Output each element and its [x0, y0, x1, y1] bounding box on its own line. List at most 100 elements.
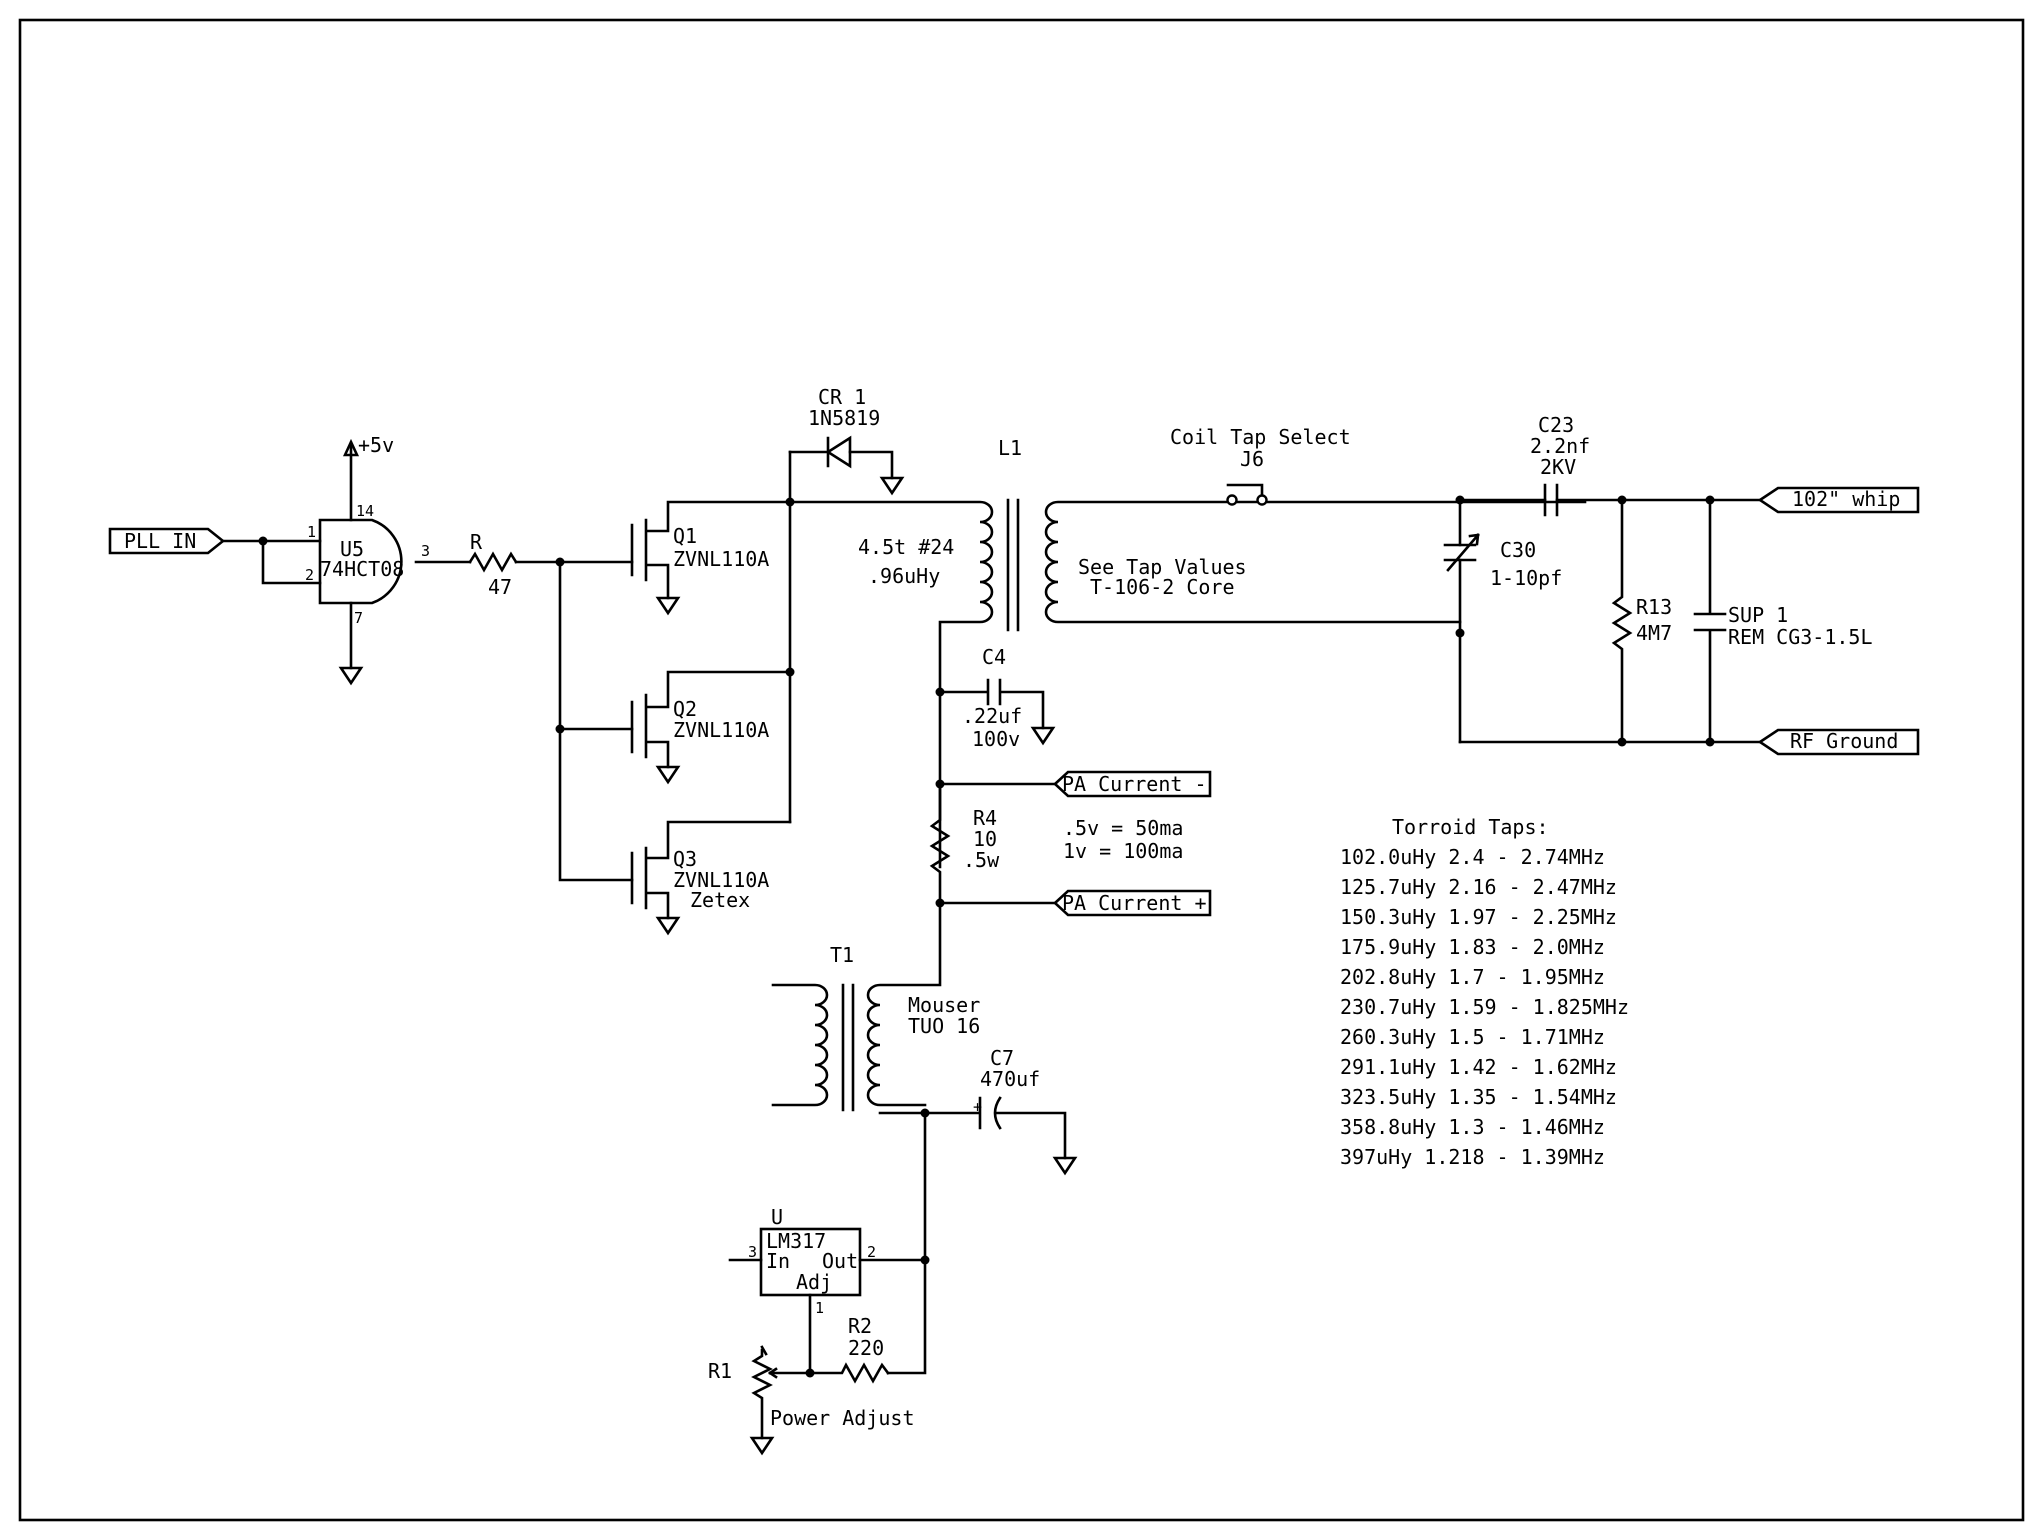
lm317-out: Out — [822, 1249, 858, 1273]
whip-port — [1757, 486, 1920, 514]
taps-row: 230.7uHy 1.59 - 1.825MHz — [1340, 995, 1629, 1019]
junction-dot — [785, 667, 795, 677]
u5-input-tie-wire — [261, 539, 322, 585]
pa-minus-port — [1053, 770, 1212, 798]
u5-pin3: 3 — [421, 542, 430, 560]
r1-potentiometer — [751, 1348, 773, 1440]
c7-wire — [878, 1096, 982, 1130]
t1-secondary — [866, 901, 942, 1107]
cr1-diode — [825, 435, 852, 469]
c30-ref: C30 — [1500, 538, 1536, 562]
sup1-capacitor — [1693, 498, 1727, 744]
u5-pin2: 2 — [305, 566, 314, 584]
taps-row: 102.0uHy 2.4 - 2.74MHz — [1340, 845, 1605, 869]
regulator-out-wire — [886, 1111, 927, 1375]
taps-row: 125.7uHy 2.16 - 2.47MHz — [1340, 875, 1617, 899]
r13-val: 4M7 — [1636, 621, 1672, 645]
c7-capacitor — [993, 1096, 1067, 1160]
q1-ref: Q1 — [673, 524, 697, 548]
l1-core — [1006, 498, 1020, 632]
rf-ground-port — [1757, 728, 1920, 756]
gate-bus-wire — [558, 560, 634, 882]
r-val: 47 — [488, 575, 512, 599]
l1-note2: T-106-2 Core — [1090, 575, 1235, 599]
u5-pin14: 14 — [356, 502, 374, 520]
sup1-part: REM CG3-1.5L — [1728, 625, 1873, 649]
vcc-label: +5v — [358, 433, 394, 457]
t1-part: TUO 16 — [908, 1014, 980, 1038]
j6-title: Coil Tap Select — [1170, 425, 1351, 449]
u5-part: 74HCT08 — [320, 557, 404, 581]
q1-part: ZVNL110A — [673, 547, 769, 571]
r13-resistor — [1611, 498, 1633, 744]
pa-plus-label: PA Current + — [1062, 891, 1207, 915]
junction-dot — [555, 557, 565, 567]
taps-row: 291.1uHy 1.42 - 1.62MHz — [1340, 1055, 1617, 1079]
t1-ref: T1 — [830, 943, 854, 967]
ground-icon — [655, 596, 681, 616]
c4-volt: 100v — [972, 727, 1020, 751]
cr1-gnd-wire — [848, 450, 894, 480]
j6-ref: J6 — [1240, 447, 1264, 471]
taps-row: 323.5uHy 1.35 - 1.54MHz — [1340, 1085, 1617, 1109]
junction-dot — [1455, 628, 1465, 638]
lm317-adj: Adj — [796, 1270, 832, 1294]
pa-minus-label: PA Current - — [1062, 772, 1207, 796]
pa-plus-port — [1053, 889, 1212, 917]
pll-in-port — [108, 527, 226, 555]
u5-and-gate — [318, 518, 403, 605]
taps-row: 397uHy 1.218 - 1.39MHz — [1340, 1145, 1605, 1169]
c7-ref: C7 — [990, 1046, 1014, 1070]
c23-capacitor — [1543, 483, 1559, 517]
scale-line-2: 1v = 100ma — [1063, 839, 1183, 863]
r4-ref: R4 — [973, 806, 997, 830]
u5-pin1: 1 — [307, 523, 316, 541]
q3-part: ZVNL110A — [673, 868, 769, 892]
whip-label: 102" whip — [1792, 487, 1900, 511]
t1-mfr: Mouser — [908, 993, 980, 1017]
j6-contact — [1226, 494, 1238, 506]
r2-ref: R2 — [848, 1314, 872, 1338]
lm317-pin1: 1 — [815, 1299, 824, 1317]
lm317-pin2: 2 — [867, 1243, 876, 1261]
ground-icon — [338, 666, 364, 686]
q1-mosfet — [630, 500, 792, 600]
u-ref: U — [771, 1205, 783, 1229]
j6-switch — [1226, 483, 1264, 497]
r4-watt: .5w — [963, 848, 1000, 872]
taps-title: Torroid Taps: — [1392, 815, 1549, 839]
r1-wiper-arrow — [760, 1345, 778, 1379]
power-adjust-label: Power Adjust — [770, 1406, 915, 1430]
c4-val: .22uf — [962, 704, 1022, 728]
taps-row: 358.8uHy 1.3 - 1.46MHz — [1340, 1115, 1605, 1139]
taps-table: 102.0uHy 2.4 - 2.74MHz 125.7uHy 2.16 - 2.… — [1340, 845, 1629, 1169]
sup1-ref: SUP 1 — [1728, 603, 1788, 627]
taps-row: 175.9uHy 1.83 - 2.0MHz — [1340, 935, 1605, 959]
sheet-border — [18, 18, 2025, 1522]
cr1-part: 1N5819 — [808, 406, 880, 430]
l1-note1: See Tap Values — [1078, 555, 1247, 579]
t1-core — [841, 983, 855, 1112]
q2-part: ZVNL110A — [673, 718, 769, 742]
ground-icon — [1030, 726, 1056, 746]
j6-contact — [1256, 494, 1268, 506]
rf-ground-label: RF Ground — [1790, 729, 1898, 753]
t1-primary — [771, 983, 829, 1107]
lm317-in: In — [766, 1249, 790, 1273]
r2-val: 220 — [848, 1336, 884, 1360]
q3-mfr: Zetex — [690, 888, 750, 912]
r4-resistor — [929, 782, 951, 905]
r-ref: R — [470, 530, 483, 554]
junction-dot — [1455, 495, 1465, 505]
pll-in-label: PLL IN — [124, 529, 196, 553]
junction-dot — [1617, 495, 1627, 505]
taps-row: 260.3uHy 1.5 - 1.71MHz — [1340, 1025, 1605, 1049]
q2-mosfet — [630, 670, 792, 769]
c4-ref: C4 — [982, 645, 1006, 669]
c23-ref: C23 — [1538, 413, 1574, 437]
q2-ref: Q2 — [673, 697, 697, 721]
c23-val: 2.2nf — [1530, 434, 1590, 458]
ground-icon — [655, 765, 681, 785]
